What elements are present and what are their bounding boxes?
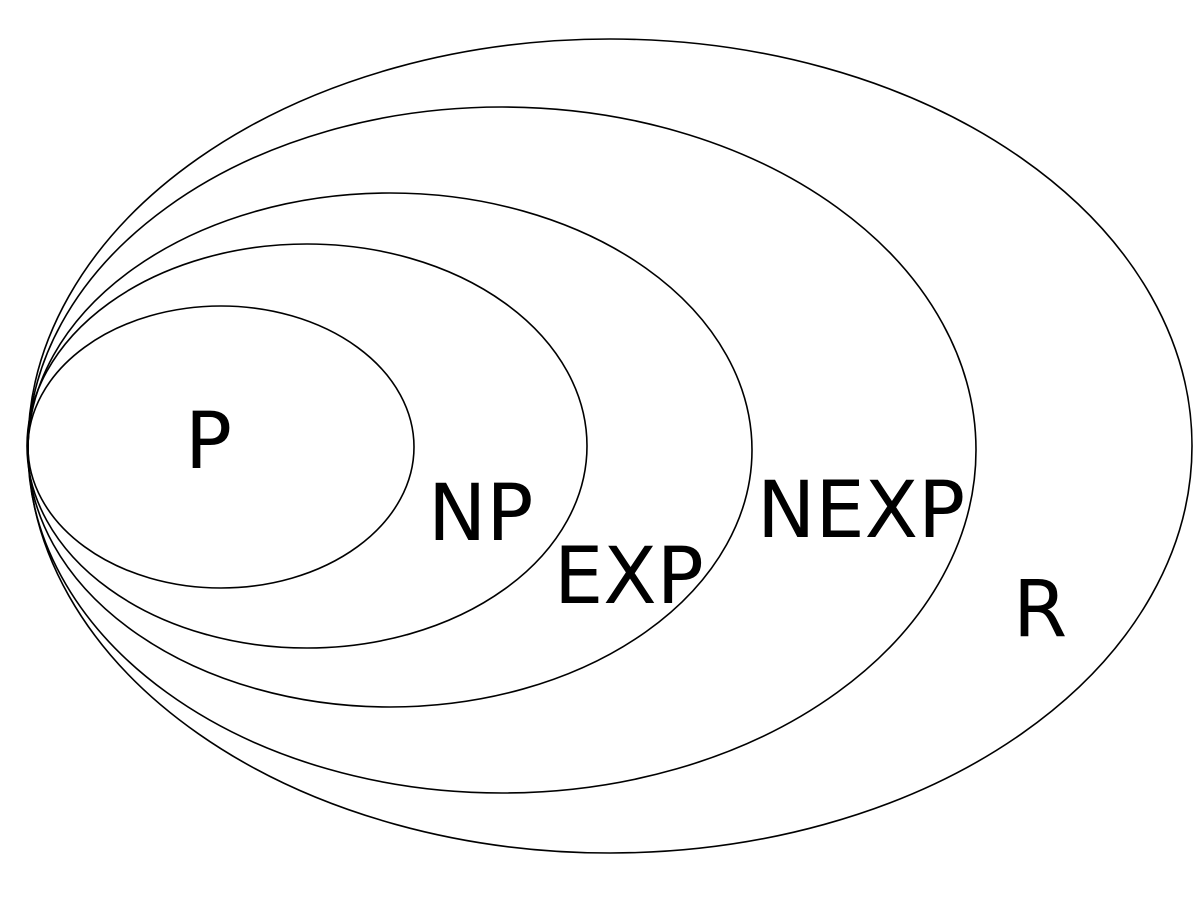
set-p-boundary bbox=[27, 305, 415, 589]
set-exp-boundary bbox=[27, 192, 753, 708]
set-r-label: R bbox=[1013, 565, 1067, 655]
set-p-label: P bbox=[185, 397, 232, 487]
set-exp-label: EXP bbox=[554, 532, 704, 622]
set-np-label: NP bbox=[428, 469, 533, 559]
set-np-boundary bbox=[26, 243, 588, 649]
set-nexp-boundary bbox=[27, 106, 977, 794]
set-nexp-label: NEXP bbox=[757, 466, 965, 556]
